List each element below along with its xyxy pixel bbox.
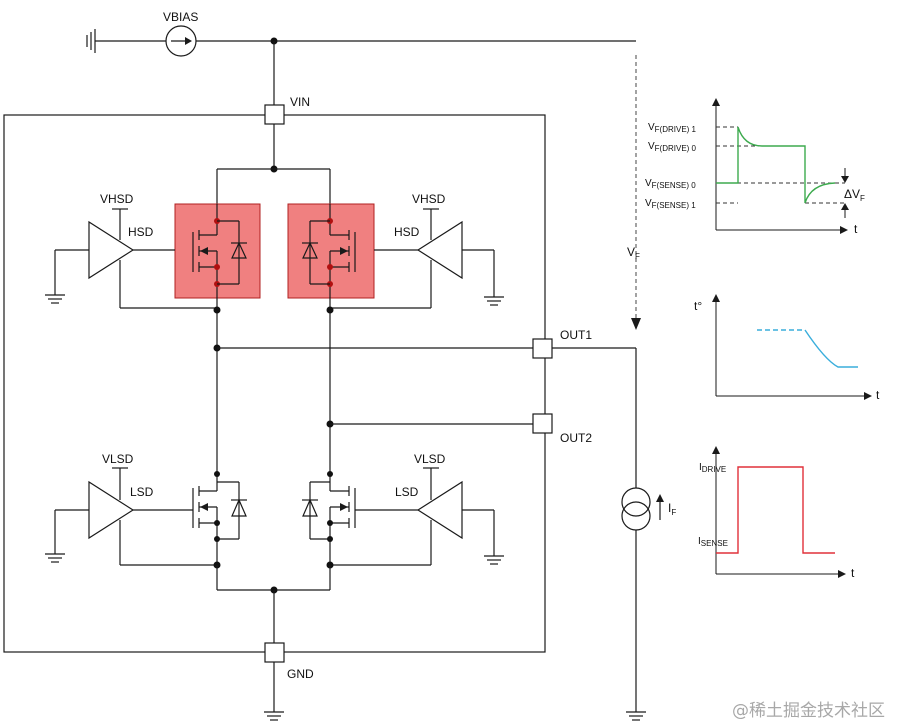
- low-side-left-mosfet: [192, 471, 247, 565]
- output-wiring: [213, 298, 533, 474]
- if-current-source: IF: [621, 348, 676, 721]
- vf-drive0-label: VF(DRIVE) 0: [648, 141, 697, 153]
- voltage-graph-t-axis: t: [854, 222, 858, 236]
- out2-pin: OUT2: [532, 413, 592, 445]
- vf-sense0-label: VF(SENSE) 0: [645, 178, 696, 190]
- if-main-label: IF: [668, 501, 676, 517]
- gnd-label: GND: [287, 667, 314, 681]
- if-source-circle-top: [621, 487, 651, 517]
- vin-pin: VIN: [216, 41, 331, 204]
- voltage-trace: [716, 126, 836, 204]
- lsd-right-label: LSD: [395, 485, 419, 499]
- vbias-source-group: VBIAS: [86, 10, 636, 57]
- hsd-right-label: HSD: [394, 225, 420, 239]
- hsd-left-driver: VHSD HSD: [45, 192, 217, 309]
- vf-drive1-label: VF(DRIVE) 1: [648, 122, 697, 134]
- hsd-right-driver: VHSD HSD: [330, 192, 504, 309]
- vin-label: VIN: [290, 95, 310, 109]
- temperature-graph: t° t: [694, 294, 880, 402]
- watermark-text: @稀土掘金技术社区: [732, 701, 885, 721]
- temperature-graph-y-axis: t°: [694, 299, 702, 313]
- delta-vf-label: ΔVF: [844, 187, 865, 203]
- out1-pin: OUT1: [532, 328, 636, 359]
- i-sense-label: ISENSE: [698, 536, 728, 548]
- high-side-left-mosfet: [174, 203, 261, 299]
- i-drive-label: IDRIVE: [699, 462, 726, 474]
- out1-label: OUT1: [560, 328, 592, 342]
- temperature-trace: [804, 329, 858, 368]
- current-trace: [716, 466, 835, 554]
- vhsd-left-label: VHSD: [100, 192, 134, 206]
- vlsd-left-label: VLSD: [102, 452, 134, 466]
- low-side-right-mosfet: [302, 471, 356, 565]
- lsd-right-driver: VLSD LSD: [330, 452, 504, 566]
- out2-label: OUT2: [560, 431, 592, 445]
- lsd-left-label: LSD: [130, 485, 154, 499]
- lsd-left-driver: VLSD LSD: [45, 452, 217, 566]
- vbias-label: VBIAS: [163, 10, 198, 24]
- device-boundary: [3, 114, 546, 653]
- voltage-graph: t VF(DRIVE) 1 VF(DRIVE) 0 VF(SENSE) 0 VF…: [645, 98, 865, 236]
- vf-sense1-label: VF(SENSE) 1: [645, 198, 696, 210]
- vf-main-label: VF: [627, 245, 640, 261]
- temperature-graph-t-axis: t: [876, 388, 880, 402]
- gnd-pin: GND: [213, 561, 334, 721]
- vf-measurement: VF: [627, 55, 641, 330]
- current-graph-t-axis: t: [851, 566, 855, 580]
- vhsd-right-label: VHSD: [412, 192, 446, 206]
- hsd-left-label: HSD: [128, 225, 154, 239]
- current-graph: t IDRIVE ISENSE: [698, 446, 855, 580]
- high-side-right-mosfet: [287, 203, 375, 299]
- vlsd-right-label: VLSD: [414, 452, 446, 466]
